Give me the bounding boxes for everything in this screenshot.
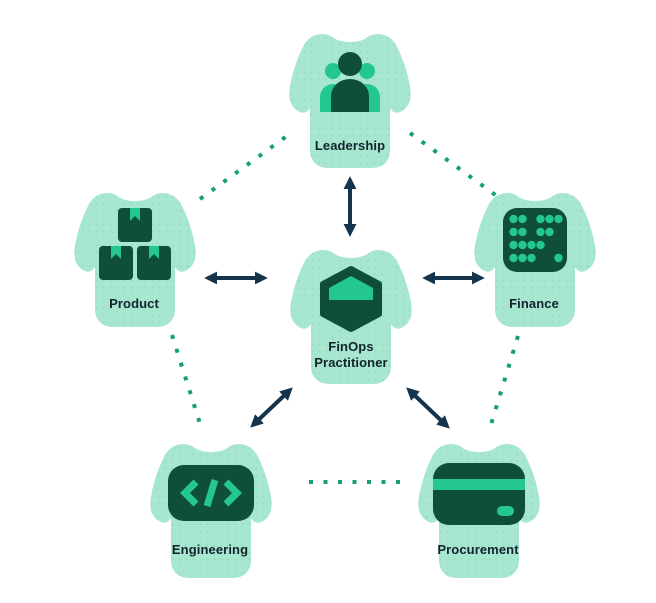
boxes-icon — [99, 208, 171, 280]
dotted-link-finance-procurement — [487, 335, 520, 432]
arrow-center-procurement — [406, 387, 450, 429]
finance-label: Finance — [509, 296, 559, 311]
people-icon — [320, 52, 380, 112]
leadership-label: Leadership — [314, 138, 386, 153]
procurement-label: Procurement — [437, 542, 519, 557]
credit-card-icon — [433, 463, 525, 525]
dotted-link-product-engineering — [170, 334, 204, 431]
dotted-link-product-leadership — [198, 131, 293, 201]
product-label: Product — [109, 296, 159, 311]
node-engineering — [150, 444, 272, 578]
node-product — [74, 193, 196, 327]
node-procurement — [418, 444, 540, 578]
finops-hexagon-icon — [320, 266, 382, 332]
code-icon — [168, 465, 254, 521]
abacus-dots-icon — [503, 208, 567, 272]
node-leadership — [289, 34, 411, 169]
engineering-label: Engineering — [171, 542, 249, 557]
finops-practitioner-label: FinOps Practitioner — [314, 339, 388, 370]
dotted-link-leadership-finance — [408, 131, 503, 201]
arrow-center-engineering — [250, 387, 293, 428]
node-finops-practitioner — [290, 250, 412, 384]
node-finance — [474, 193, 596, 327]
